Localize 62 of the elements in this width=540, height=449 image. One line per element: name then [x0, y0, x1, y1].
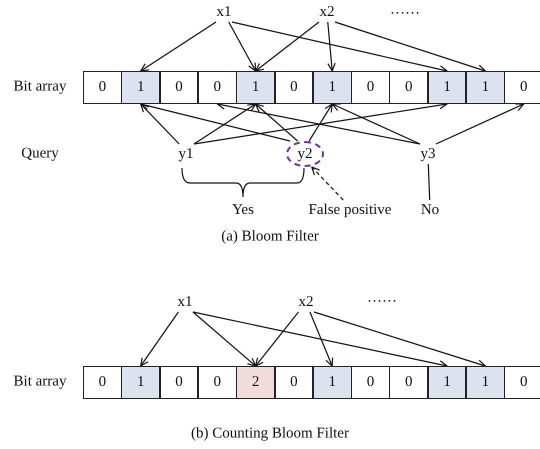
- row-label: Query: [21, 146, 59, 162]
- arrow: [192, 311, 448, 369]
- array-cell: 1: [121, 71, 160, 104]
- arrow: [255, 103, 298, 142]
- arrow: [255, 22, 320, 72]
- array-cell: 1: [466, 366, 505, 399]
- node-label: x2: [294, 292, 318, 312]
- arrow: [228, 22, 256, 72]
- array-cell: 0: [160, 71, 198, 104]
- array-cell: 1: [312, 71, 352, 104]
- arrow: [140, 312, 179, 367]
- node-label: y1: [174, 144, 198, 164]
- array-cell: 1: [121, 366, 160, 399]
- arrow: [332, 103, 420, 145]
- connector-line: [428, 164, 430, 200]
- arrow: [140, 103, 180, 144]
- array-cell: 0: [351, 71, 390, 104]
- array-cell: 0: [504, 366, 540, 399]
- array-cell: 0: [198, 366, 237, 399]
- array-cell: 0: [389, 71, 428, 104]
- array-cell: 0: [160, 366, 198, 399]
- array-cell: 0: [351, 366, 390, 399]
- node-label: Yes: [226, 200, 260, 220]
- caption: (a) Bloom Filter: [221, 228, 319, 246]
- arrow: [192, 312, 256, 367]
- array-cell: 0: [504, 71, 540, 104]
- array-cell: 0: [83, 71, 122, 104]
- array-cell: 0: [389, 366, 428, 399]
- arrow: [194, 103, 256, 144]
- arrow: [140, 22, 216, 72]
- array-cell: 0: [83, 366, 122, 399]
- node-label: x1: [212, 2, 236, 22]
- array-cell: 1: [428, 366, 466, 399]
- arrow: [232, 21, 448, 74]
- array-cell: 1: [466, 71, 505, 104]
- query-item: y2: [286, 141, 324, 167]
- arrow: [311, 166, 344, 200]
- array-cell: 0: [198, 71, 237, 104]
- arrow: [140, 102, 290, 142]
- ellipsis: ……: [390, 2, 420, 18]
- node-label: y3: [416, 144, 440, 164]
- array-cell: 2: [236, 366, 275, 399]
- row-label: Bit array: [14, 78, 66, 96]
- arrow: [327, 22, 336, 72]
- node-label: x1: [173, 292, 197, 312]
- node-label: No: [417, 200, 443, 220]
- arrow: [255, 312, 299, 367]
- caption: (b) Counting Bloom Filter: [191, 426, 349, 442]
- array-cell: 0: [274, 71, 314, 104]
- row-label: Bit array: [14, 374, 66, 390]
- array-cell: 1: [236, 71, 275, 104]
- array-cell: 0: [274, 366, 314, 399]
- array-cell: 1: [312, 366, 352, 399]
- arrow: [309, 312, 334, 367]
- arrow: [314, 311, 486, 368]
- arrow: [436, 103, 524, 145]
- ellipsis: ……: [367, 290, 397, 306]
- arrow: [334, 21, 486, 73]
- array-cell: 1: [428, 71, 466, 104]
- arrow: [308, 103, 333, 142]
- node-label: False positive: [300, 200, 400, 220]
- node-label: x2: [315, 2, 339, 22]
